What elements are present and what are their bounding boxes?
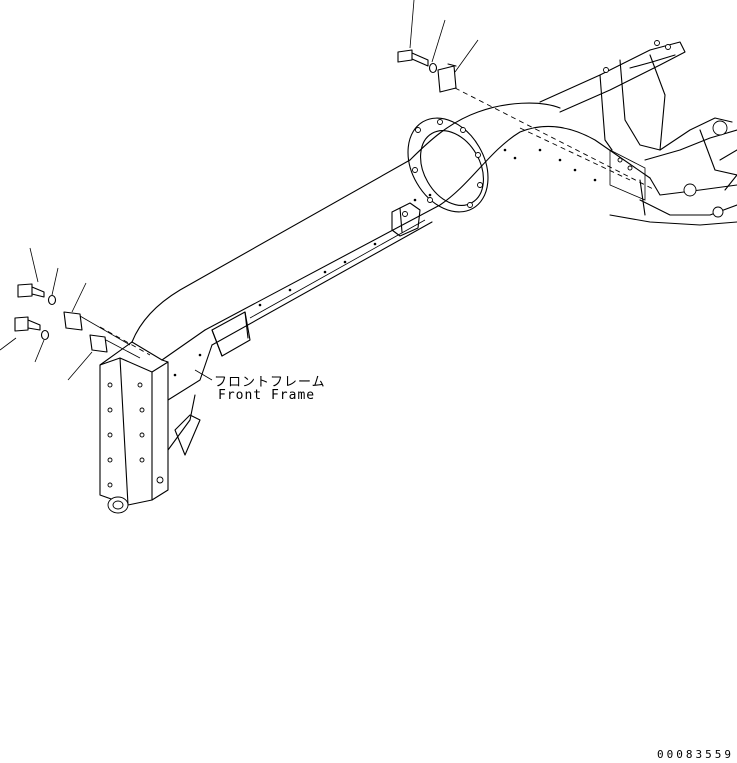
mid-bracket xyxy=(211,202,421,357)
drawing-number: 00083559 xyxy=(657,748,734,761)
beam-upper-rear-edge xyxy=(409,102,561,161)
left-fastener-set xyxy=(0,247,141,381)
beam-side-line xyxy=(211,221,433,346)
rear-frame-section xyxy=(539,40,737,226)
front-plate xyxy=(99,329,213,514)
center-flange xyxy=(407,117,489,213)
part-name-en: Front Frame xyxy=(218,388,316,403)
beam-holes xyxy=(173,148,597,377)
part-name-jp: フロントフレーム xyxy=(214,375,326,390)
upper-fastener-set xyxy=(397,0,479,93)
beam-bottom-edge xyxy=(204,125,651,331)
beam-rib-line xyxy=(249,219,426,319)
hidden-line-front xyxy=(99,326,151,356)
hidden-line-body xyxy=(519,127,631,181)
hidden-line-upper xyxy=(454,87,656,191)
beam-top-edge xyxy=(131,159,411,343)
label-leader-line xyxy=(194,369,213,381)
